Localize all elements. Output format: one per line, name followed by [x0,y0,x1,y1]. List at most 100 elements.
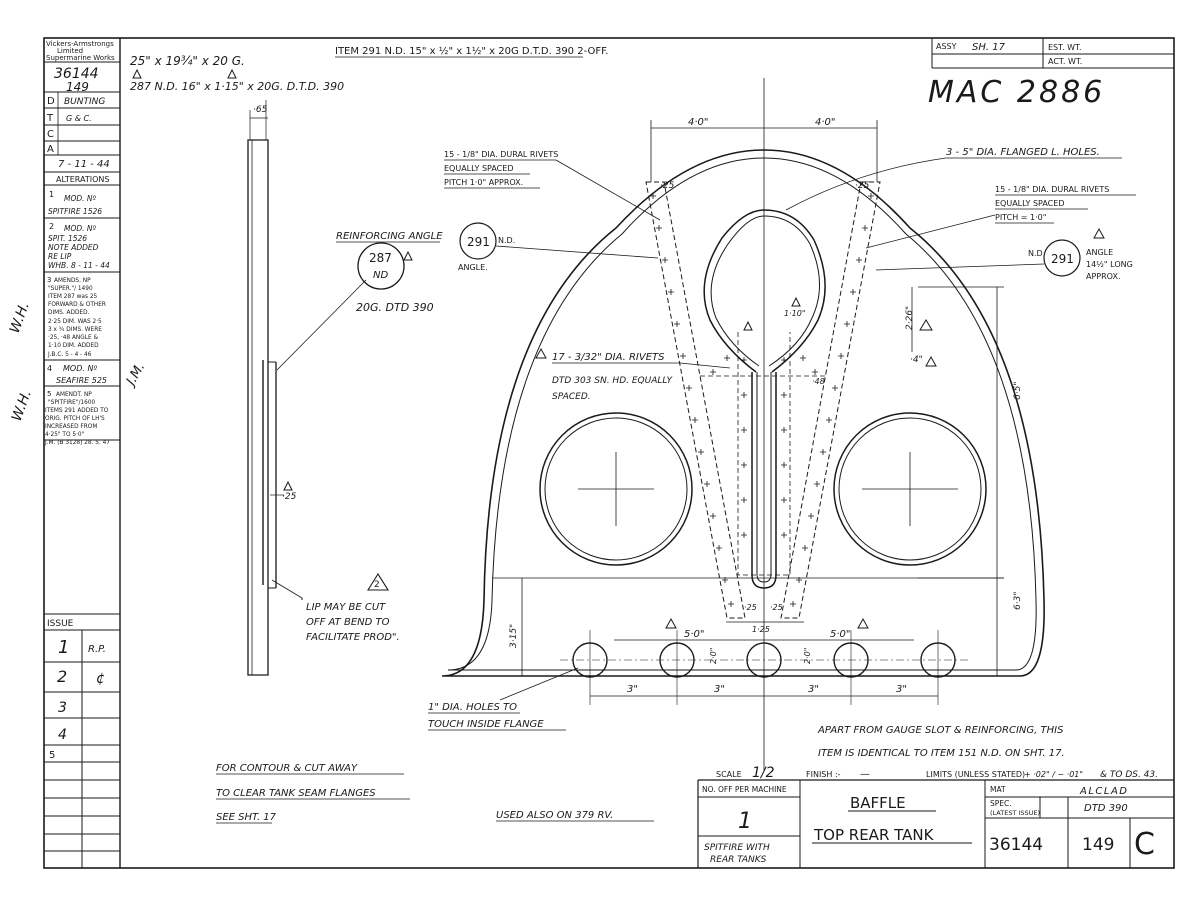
contour-note: FOR CONTOUR & CUT AWAY TO CLEAR TANK SEA… [216,763,654,824]
company-line-1: Vickers-Armstrongs [46,40,114,48]
alteration-5-line: ITEMS 291 ADDED TO [45,408,109,414]
alteration-3-line: ITEM 287 was 25 [48,294,98,300]
identical-note-line: ITEM IS IDENTICAL TO ITEM 151 N.D. ON SH… [818,748,1065,759]
alteration-2-line: RE LIP [48,252,72,261]
rivet-note-right: 15 - 1/8" DIA. DURAL RIVETS EQUALLY SPAC… [865,185,1136,249]
company-line-3: Supermarine Works [46,54,115,62]
issue-heading: ISSUE [47,619,74,629]
top-right-block: ASSY SH. 17 EST. WT. ACT. WT. MAC 2886 [928,38,1174,110]
row-value-t: G & C. [66,114,92,123]
used-also-note: USED ALSO ON 379 RV. [496,810,613,821]
angle-left-dashed [645,181,746,619]
balloon-291-left-number: 291 [467,235,490,249]
alteration-2-number: 2 [49,222,54,231]
alteration-3-line: FORWARD & OTHER [48,302,106,308]
lip-note: 2 LIP MAY BE CUT OFF AT BEND TO FACILITA… [301,572,400,643]
angle-right-dashed [780,181,881,619]
balloon-291-right-nd: N.D [1028,249,1043,258]
issue-2-number: 2 [57,667,67,686]
left-sheet-number: 149 [66,80,89,94]
alteration-5-line: "SPITFIRE"/1600 [48,400,96,406]
alteration-5-line: 4·25" TO 5·0" [45,432,85,438]
drawing-number: 36144 [989,835,1043,855]
revision-triangle [743,320,753,331]
alteration-5-line: INCREASED FROM [45,424,97,430]
alteration-4-number: 4 [47,364,52,373]
rivet-note-left-line: 15 - 1/8" DIA. DURAL RIVETS [444,150,558,159]
dim-5-left: 5·0" [684,629,705,640]
row-key-c: C [47,129,54,140]
dim-2-left: 2·0" [709,648,718,664]
lightening-hole-right [833,412,987,566]
rivet-note-right-line: EQUALLY SPACED [995,199,1064,208]
dim-3: 3" [896,684,907,695]
material-line-2: 287 N.D. 16" x 1·15" x 20G. D.T.D. 390 [130,80,344,93]
reinforcing-material: 20G. DTD 390 [356,301,434,314]
alteration-3-line: 3 x ¾ DIMS. WERE [48,327,102,333]
reinforcing-angle-callout: REINFORCING ANGLE 287 ND 20G. DTD 390 [336,231,443,314]
alterations-heading: ALTERATIONS [56,175,109,184]
dim-3: 3" [714,684,725,695]
company-line-2: Limited [57,47,83,55]
side-view-section: ·65 ·25 [247,100,367,676]
dimensions [492,120,1004,697]
alteration-5-line: ORIG. PITCH OF LH'S [45,416,105,422]
rivet-note-left-line: PITCH 1·0" APPROX. [444,178,523,187]
lightening-hole-left [539,412,693,566]
dimension-labels: 4·0" 4·0" ·25 ·25 2·26" ·4" 1·10" ·48 6·… [509,117,1023,695]
dim-04: ·4" [910,355,923,365]
limits-value: + ·02" / − ·01" [1024,770,1083,779]
alteration-2-line: NOTE ADDED [48,243,99,252]
revision-triangle [919,319,933,331]
alteration-2-line: SPIT. 1526 [48,234,87,243]
alteration-2-line: MOD. Nº [64,224,97,233]
assy-sheet: SH. 17 [972,42,1006,53]
sheet-number: 149 [1082,835,1114,855]
alteration-1-line: MOD. Nº [64,194,97,203]
revision-triangle [925,355,937,367]
act-weight-label: ACT. WT. [1048,57,1082,66]
issue-4-number: 4 [58,727,67,743]
mat-value: ALCLAD [1079,786,1129,797]
balloon-291-left-sub: ANGLE. [458,263,488,272]
issue-1-initials: R.P. [88,644,106,655]
alteration-4-line: SEAFIRE 525 [56,376,107,385]
alteration-1-number: 1 [49,190,54,199]
revision-triangle [665,617,677,629]
rivet-note-left: 15 - 1/8" DIA. DURAL RIVETS EQUALLY SPAC… [444,150,661,221]
signature: W.H. [7,300,33,336]
signature: W.H. [9,388,35,424]
balloon-287-sub: ND [373,270,388,281]
rivet-note-mid-line: DTD 303 SN. HD. EQUALLY [552,376,674,386]
revision-triangle [403,250,413,261]
est-weight-label: EST. WT. [1048,43,1082,52]
holes-note-line: 1" DIA. HOLES TO [428,702,517,713]
dim-125: 1·25 [752,625,770,634]
contour-note-line: FOR CONTOUR & CUT AWAY [216,763,358,774]
dim-2-right: 2·0" [803,648,812,664]
alteration-3-line: "SUPER."/ 1490 [48,286,93,292]
scale-label: SCALE [716,770,742,779]
left-drawing-number: 36144 [54,66,99,82]
row-value-d: BUNTING [64,97,105,107]
dim-025-slot-left: ·25 [744,603,757,612]
limits-extra: & TO DS. 43. [1100,770,1158,780]
drawing-border [43,37,1175,869]
machine-line: SPITFIRE WITH [704,843,770,853]
revision-triangle [1093,227,1105,239]
dim-226: 2·26" [905,306,915,330]
revision-triangle [535,347,547,359]
lip-note-line: FACILITATE PROD". [306,632,400,643]
dim-048: ·48 [812,377,825,386]
dim-3: 3" [808,684,819,695]
baffle-plan-view [441,78,1045,770]
limits-label: LIMITS (UNLESS STATED) [926,770,1025,779]
angle-right-line: 14½" LONG [1086,260,1133,269]
dim-025-left: ·25 [660,181,675,191]
no-off-label: NO. OFF PER MACHINE [702,785,787,794]
issue-letter: C [1134,827,1155,862]
left-title-block: Vickers-Armstrongs Limited Supermarine W… [44,38,121,868]
rivet-pattern [650,193,874,607]
balloon-291-right-number: 291 [1051,252,1074,266]
